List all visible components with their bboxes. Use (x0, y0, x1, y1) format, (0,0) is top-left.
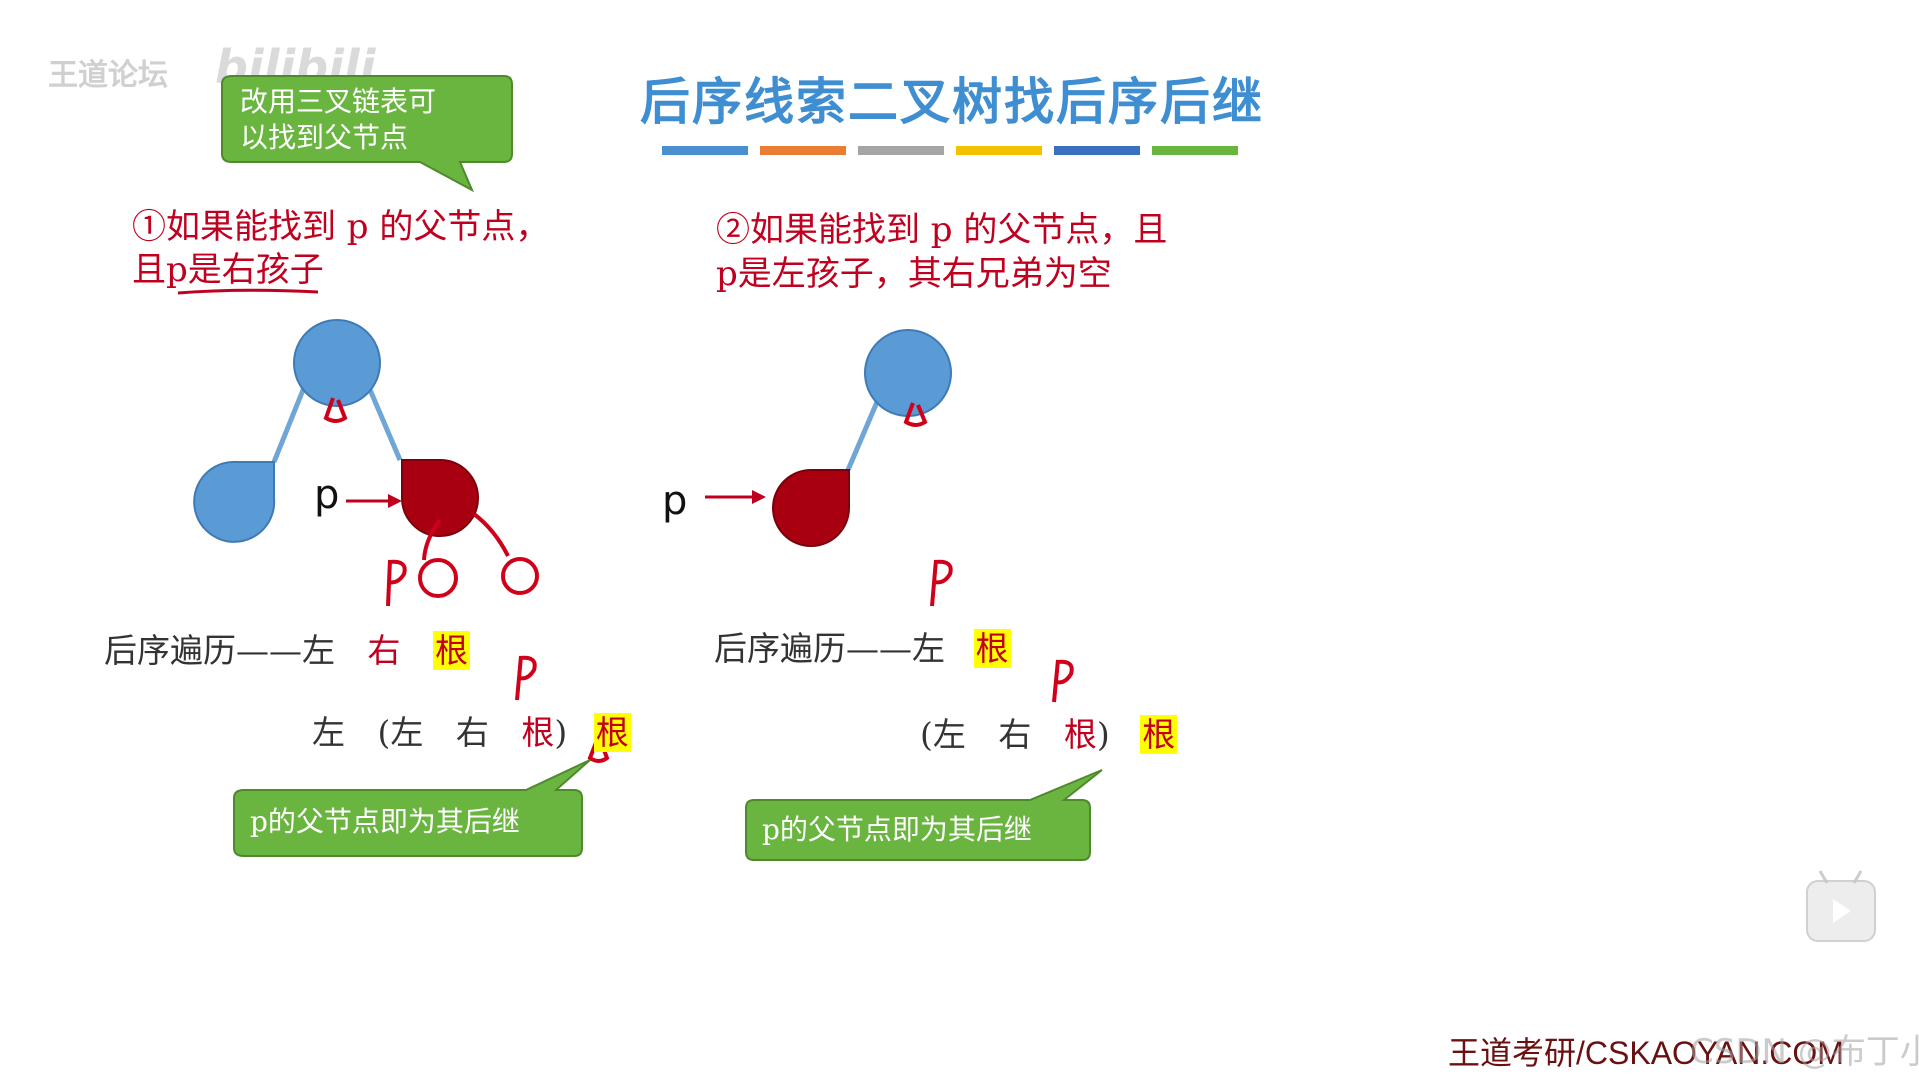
case2-exp-right: 右 (998, 715, 1032, 754)
case1-underline (177, 288, 319, 295)
tree1-hand-null-right (501, 557, 539, 595)
tree1-edge-right (365, 384, 403, 461)
tree1-hand-line-right (472, 512, 510, 557)
tree2-pointer-label: p (662, 478, 688, 524)
color-bar-4 (956, 146, 1042, 155)
tree2-root-mark (903, 402, 928, 427)
case1-expansion: 左 (左 右 根) 根 (312, 706, 631, 754)
case2-trav-root: 根 (973, 629, 1011, 668)
wangdao-watermark-logo: 王道论坛 (48, 58, 168, 93)
play-icon (1833, 899, 1851, 923)
case1-exp-left: 左 (312, 713, 345, 752)
case2-callout-bubble (745, 769, 1103, 861)
case1-condition-prefix: 且 (132, 250, 166, 290)
case1-condition-line2: 且p是右孩子 (132, 248, 324, 292)
tree1-p-node (401, 459, 479, 537)
play-button[interactable] (1806, 870, 1876, 942)
title-color-bars (662, 146, 1238, 155)
case1-condition-line1: ①如果能找到 p 的父节点， (132, 207, 550, 247)
top-callout-line1: 改用三叉链表可 (240, 85, 437, 118)
case2-exp-close: ) (1096, 715, 1110, 754)
tree2-root-node (864, 329, 952, 417)
tree1-left-leaf-node (193, 460, 276, 543)
top-callout-line2: 以找到父节点 (240, 121, 409, 154)
tree2-p-arrowhead (752, 490, 766, 504)
tree1-root-node (293, 319, 381, 407)
color-bar-2 (760, 146, 846, 155)
case2-condition-line1: ②如果能找到 p 的父节点，且 (716, 210, 1168, 250)
color-bar-6 (1152, 146, 1238, 155)
case2-expansion: (左 右 根) 根 (920, 708, 1178, 756)
color-bar-5 (1054, 146, 1140, 155)
footer-site: 王道考研/CSKAOYAN.COM (1448, 1035, 1844, 1071)
case1-exp-right: 右 (455, 713, 489, 752)
case1-traversal-label: 后序遍历——左 (104, 631, 335, 670)
case2-callout-text: p的父节点即为其后继 (762, 813, 1032, 846)
top-callout-bubble (221, 75, 513, 193)
case1-trav-root: 根 (433, 631, 470, 670)
tree1-p-arrowhead (388, 494, 402, 508)
tree1-pointer-label: p (314, 472, 340, 518)
case1-expansion-p-mark (515, 655, 537, 701)
tree1-edge-left (271, 384, 308, 463)
case1-exp-inner-root: 根 (521, 713, 555, 752)
tree1-root-mark (323, 397, 348, 423)
tree1-hand-p-mark (386, 559, 407, 607)
case1-callout-bubble (233, 759, 591, 857)
case2-expansion-p-mark (1052, 659, 1074, 703)
tree2-p-node (772, 468, 850, 547)
case1-traversal: 后序遍历——左 右 根 (104, 624, 470, 672)
footer-csdn-watermark: CSDN @布丁小拌面 (1690, 1032, 1919, 1072)
case2-exp-inner-root: 根 (1063, 715, 1097, 754)
tree2-edge-left (845, 394, 883, 471)
case2-traversal: 后序遍历——左 根 (714, 622, 1011, 670)
case1-exp-open: (左 (377, 713, 424, 752)
case1-exp-outer-root: 根 (593, 713, 631, 752)
case1-callout-text: p的父节点即为其后继 (250, 805, 520, 838)
tree1-hand-null-left (418, 558, 458, 598)
case1-exp-close: ) (554, 713, 568, 752)
tree1-hand-line-left (422, 518, 442, 561)
case2-exp-outer-root: 根 (1140, 715, 1178, 754)
case2-condition-line2: p是左孩子，其右兄弟为空 (716, 254, 1112, 294)
case1-outer-root-mark (587, 739, 610, 763)
tree2-hand-p-mark (930, 559, 953, 607)
color-bar-1 (662, 146, 748, 155)
color-bar-3 (858, 146, 944, 155)
case2-exp-open: (左 (920, 715, 966, 754)
case1-trav-right: 右 (367, 631, 401, 670)
case1-condition-underlined: p是右孩子 (166, 250, 324, 290)
slide-title: 后序线索二叉树找后序后继 (640, 73, 1264, 131)
case2-traversal-label: 后序遍历——左 (714, 629, 945, 668)
